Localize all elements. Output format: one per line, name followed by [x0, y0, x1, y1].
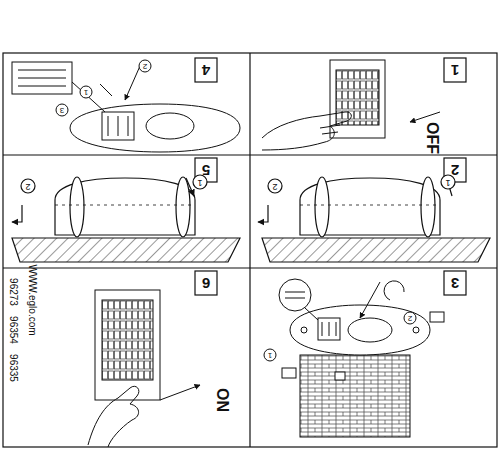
callout-number: 2 [408, 314, 412, 322]
switch-text: OFF [424, 122, 440, 154]
article-number: 96273 [8, 278, 18, 306]
callout-number: 2 [272, 182, 277, 191]
callout-number: 1 [445, 178, 450, 187]
callout-number: 2 [25, 182, 30, 191]
panel-number: 5 [202, 163, 210, 178]
panel-number: 4 [202, 63, 210, 78]
panel-number: 1 [451, 63, 459, 78]
article-number: 96354 [8, 316, 18, 344]
website: WWW.eglo.com [27, 264, 37, 335]
panel-number: 6 [202, 276, 210, 291]
panel-number: 3 [451, 276, 459, 291]
article-number: 96335 [8, 354, 18, 382]
callout-number: 1 [197, 178, 202, 187]
callout-number: 3 [60, 106, 64, 114]
panel-number: 2 [451, 163, 459, 178]
callout-number: 2 [143, 62, 147, 70]
callout-number: 1 [268, 351, 272, 359]
callout-number: 1 [84, 88, 88, 96]
switch-text: ON [214, 388, 230, 412]
